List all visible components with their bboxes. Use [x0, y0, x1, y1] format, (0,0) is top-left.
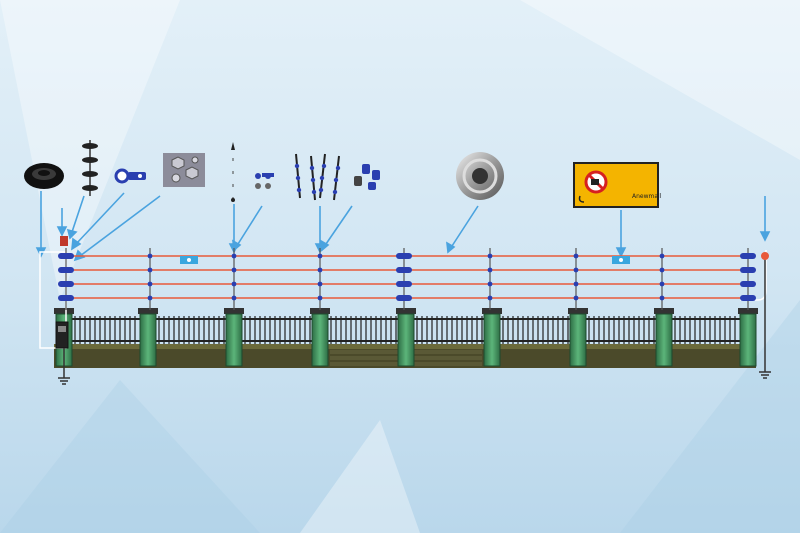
wire-tag-left [180, 256, 198, 264]
pillar-cap [310, 308, 330, 314]
line-insulator [317, 281, 323, 287]
pillar [739, 313, 757, 367]
wire-spool-icon [456, 152, 504, 200]
rail-top [242, 318, 312, 320]
line-insulator [573, 267, 579, 273]
line-insulator [317, 267, 323, 273]
rail-bottom [414, 340, 484, 342]
rail-bottom [242, 340, 312, 342]
rail-top [328, 318, 398, 320]
rail-top [672, 318, 740, 320]
tension-insulator [396, 253, 412, 259]
line-insulator [487, 295, 493, 301]
pillar-cap [568, 308, 588, 314]
rail-bottom [672, 340, 740, 342]
line-insulator [231, 267, 237, 273]
rail-top [586, 318, 656, 320]
pillar-cap [482, 308, 502, 314]
tension-insulator [58, 253, 74, 259]
energizer-box [55, 236, 69, 349]
rail-bottom [156, 340, 226, 342]
line-insulator [147, 253, 153, 259]
line-insulator [573, 295, 579, 301]
pillar-cap [738, 308, 758, 314]
line-insulator [659, 267, 665, 273]
line-insulator [317, 295, 323, 301]
rail-top [414, 318, 484, 320]
ground-right-icon [759, 252, 771, 379]
spike-icon [231, 142, 235, 202]
rail-top [500, 318, 570, 320]
rail-bottom [500, 340, 570, 342]
tension-insulator [740, 295, 756, 301]
line-insulator [659, 281, 665, 287]
line-insulator [573, 253, 579, 259]
line-insulator [573, 281, 579, 287]
tension-insulator [58, 267, 74, 273]
pillar-cap [396, 308, 416, 314]
alarm-light [60, 236, 68, 246]
tension-insulator [396, 295, 412, 301]
pillar [225, 313, 243, 367]
pillar-cap [224, 308, 244, 314]
line-insulator [659, 253, 665, 259]
pillar [139, 313, 157, 367]
line-insulator [147, 281, 153, 287]
line-insulator [231, 295, 237, 301]
pillar [655, 313, 673, 367]
line-insulator [487, 267, 493, 273]
cable-coil-icon [24, 163, 64, 189]
line-insulator [659, 295, 665, 301]
tension-insulator [740, 281, 756, 287]
rail-top [72, 318, 140, 320]
sign-brand-text: Anewmall [632, 193, 662, 200]
pillar [397, 313, 415, 367]
line-insulator [231, 253, 237, 259]
tension-insulator [58, 281, 74, 287]
line-insulator [487, 281, 493, 287]
line-insulator [231, 281, 237, 287]
connector-icon [255, 173, 274, 189]
line-insulator [487, 253, 493, 259]
pillar [311, 313, 329, 367]
rail-top [156, 318, 226, 320]
bolts-nuts-icon [163, 153, 205, 187]
tension-insulator [740, 267, 756, 273]
tension-insulator [740, 253, 756, 259]
pillar [483, 313, 501, 367]
rail-bottom [72, 340, 140, 342]
clip-icon [354, 164, 380, 190]
pillar-cap [138, 308, 158, 314]
pole-insulator-icon [294, 153, 341, 201]
fence-railings [72, 316, 740, 344]
pillar [569, 313, 587, 367]
pillar-cap [54, 308, 74, 314]
tension-insulator [396, 267, 412, 273]
line-insulator [317, 253, 323, 259]
line-insulator [147, 267, 153, 273]
tension-insulator [396, 281, 412, 287]
tension-insulator [58, 295, 74, 301]
insulator-string-icon [82, 140, 98, 196]
pillar-cap [654, 308, 674, 314]
ground-left-icon [58, 348, 70, 385]
rail-bottom [328, 340, 398, 342]
line-insulator [147, 295, 153, 301]
warning-sign-icon: Anewmall [573, 162, 662, 208]
callout-arrows [35, 191, 771, 262]
tensioner-icon [114, 168, 146, 184]
rail-bottom [586, 340, 656, 342]
wire-tag-right [612, 256, 630, 264]
fence-posts [58, 248, 756, 310]
right-return-loop [740, 250, 767, 301]
